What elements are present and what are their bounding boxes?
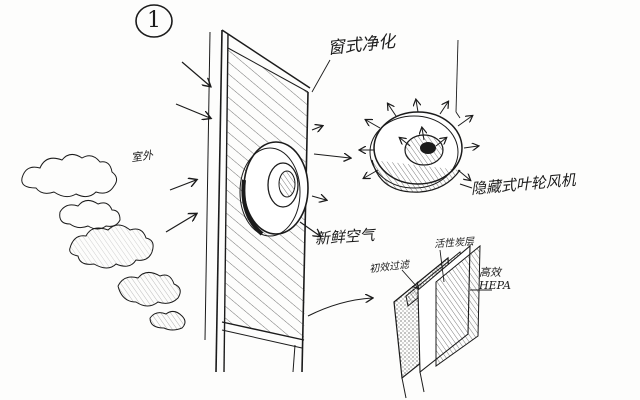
- diagram-number: 1: [147, 8, 161, 33]
- outdoor-label: 室外: [130, 148, 154, 165]
- number-circle-icon: [135, 4, 173, 38]
- fan-icon: [369, 111, 463, 193]
- connector-arrow-icon: [299, 126, 473, 317]
- filter-layer-3-label: 高效HEPA: [479, 266, 511, 292]
- fresh-air-label: 新鲜空气: [314, 225, 376, 248]
- window-fan-icon: [239, 141, 309, 237]
- incoming-air-arrow-icon: [165, 61, 210, 233]
- outflow-arrow-icon: [360, 100, 478, 180]
- leader-lines: [311, 39, 461, 119]
- filter-icon: [393, 244, 492, 399]
- filter-layer-1-label: 活性炭层: [433, 236, 475, 251]
- cloud-icon: [21, 154, 186, 331]
